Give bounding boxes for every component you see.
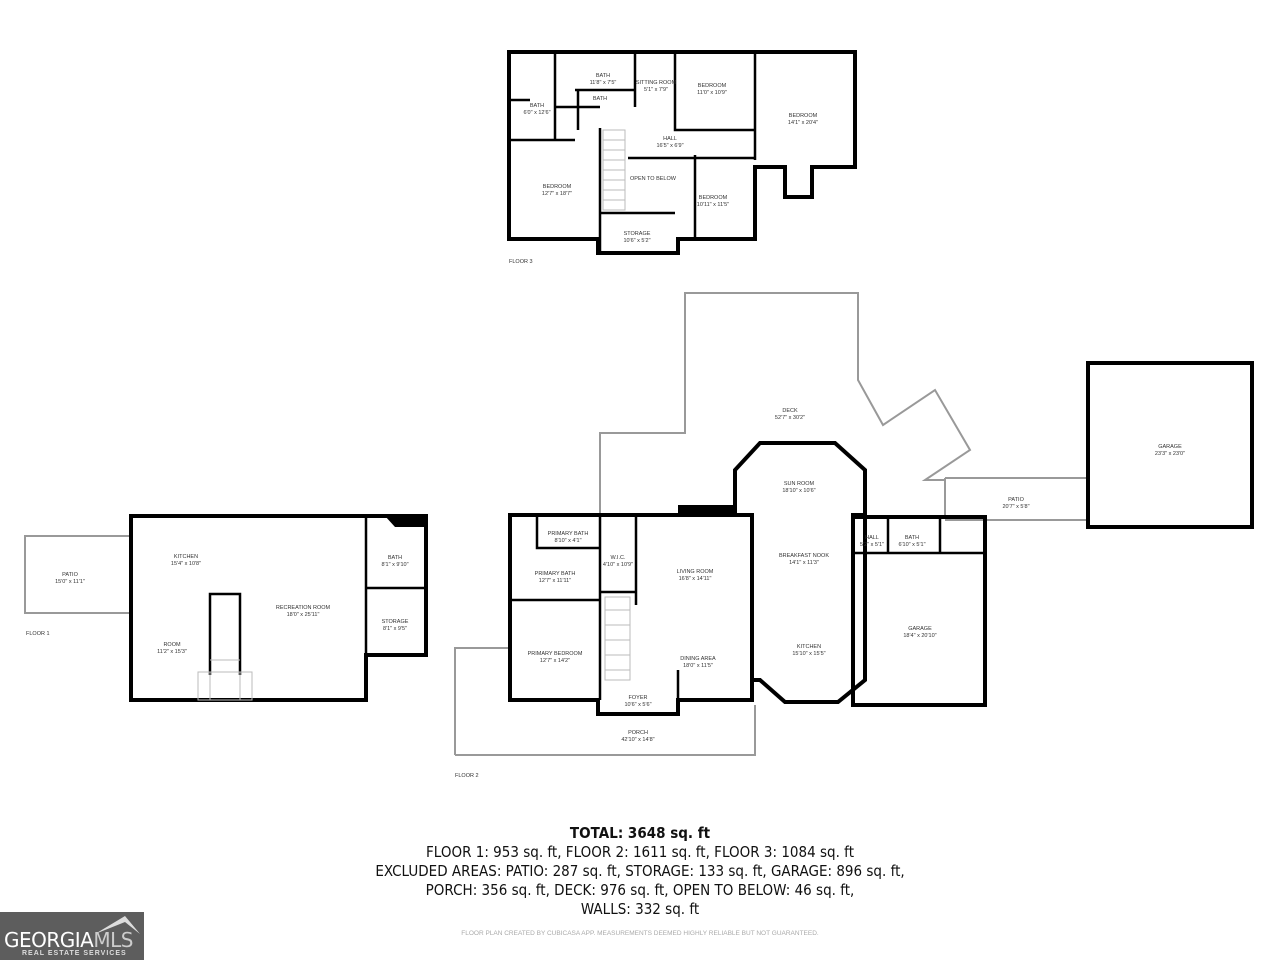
room-name: GARAGE [908,626,932,632]
room-name: PORCH [628,730,648,736]
logo-subtitle: REAL ESTATE SERVICES [22,950,127,957]
room-dims: 18'4" x 20'10" [903,633,936,639]
room-dims: 15'4" x 10'8" [171,561,201,567]
total-area: TOTAL: 3648 sq. ft [569,824,711,842]
room-name: BATH [530,103,544,109]
room-dims: 15'0" x 11'1" [55,579,85,585]
room-dims: 5'1" x 7'9" [644,87,668,93]
room-name: W.I.C. [611,555,626,561]
room-name: BREAKFAST NOOK [779,553,829,559]
room-name: BATH [388,555,402,561]
summary-line: EXCLUDED AREAS: PATIO: 287 sq. ft, STORA… [375,862,905,880]
room-dims: 14'1" x 20'4" [788,120,818,126]
room-dims: 23'3" x 23'0" [1155,451,1185,457]
summary-line: FLOOR 1: 953 sq. ft, FLOOR 2: 1611 sq. f… [426,843,854,861]
room-name: BEDROOM [699,195,728,201]
room-name: BATH [593,96,607,102]
room-name: PATIO [62,572,78,578]
room-dims: 20'7" x 5'8" [1002,504,1029,510]
room-dims: 10'11" x 11'5" [697,202,729,208]
room-name: DINING AREA [680,656,716,662]
room-name: OPEN TO BELOW [630,176,677,182]
summary-line: WALLS: 332 sq. ft [580,900,700,918]
roof-icon [95,916,140,934]
logo-text-mls: MLS [93,928,133,952]
room-dims: 5'2" x 5'1" [860,542,884,548]
room-name: HALL [663,136,677,142]
room-dims: 8'1" x 9'5" [383,626,407,632]
room-name: PRIMARY BEDROOM [528,651,583,657]
room-name: ROOM [163,642,181,648]
room-name: BATH [596,73,610,79]
floor-3-plan: BATH 11'8" x 7'5" BATH BATH 6'0" x 12'6"… [507,50,857,265]
room-name: SUN ROOM [784,481,815,487]
room-name: HALL [865,535,879,541]
room-name: SITTING ROOM [636,80,677,86]
room-dims: 12'7" x 11'11" [539,578,571,584]
floor-label: FLOOR 1 [26,631,50,637]
room-dims: 18'0" x 11'5" [683,663,713,669]
room-name: BEDROOM [698,83,727,89]
floor-label: FLOOR 3 [509,259,533,265]
room-dims: 6'0" x 12'6" [523,110,550,116]
room-name: PRIMARY BATH [548,531,589,537]
room-name: BEDROOM [789,113,818,119]
room-name: GARAGE [1158,444,1182,450]
summary-line: PORCH: 356 sq. ft, DECK: 976 sq. ft, OPE… [425,881,855,899]
disclaimer: FLOOR PLAN CREATED BY CUBICASA APP. MEAS… [461,930,819,937]
room-dims: 10'6" x 5'2" [623,238,650,244]
room-dims: 8'1" x 9'10" [381,562,408,568]
room-dims: 10'6" x 5'6" [624,702,651,708]
room-dims: 11'2" x 15'3" [157,649,187,655]
room-dims: 11'0" x 10'9" [697,90,727,96]
logo-text-georgia: GEORGIA [4,928,94,952]
room-dims: 16'5" x 6'9" [656,143,683,149]
room-dims: 18'10" x 10'6" [782,488,815,494]
room-name: RECREATION ROOM [276,605,331,611]
room-name: BATH [905,535,919,541]
room-dims: 18'0" x 25'11" [287,612,320,618]
room-name: STORAGE [382,619,409,625]
room-name: FOYER [629,695,648,701]
floor-label: FLOOR 2 [455,773,479,779]
room-dims: 12'7" x 18'7" [542,191,572,197]
room-dims: 16'8" x 14'11" [679,576,712,582]
room-dims: 11'8" x 7'5" [590,80,617,86]
room-name: LIVING ROOM [677,569,714,575]
floor-2-plan: DECK 52'7" x 30'2" PRIMARY BATH 8'10" x … [454,292,1254,779]
logo-text: GEORGIAMLS [4,928,133,952]
room-name: KITCHEN [797,644,821,650]
room-name: KITCHEN [174,554,198,560]
room-dims: 8'10" x 4'1" [554,538,581,544]
room-name: DECK [782,408,798,414]
room-name: BEDROOM [543,184,572,190]
room-dims: 4'10" x 10'9" [603,562,633,568]
room-dims: 14'1" x 11'3" [789,560,819,566]
floor-1-plan: PATIO 15'0" x 11'1" KITCHEN 15'4" x 10'8… [24,514,428,702]
room-dims: 6'10" x 5'1" [898,542,925,548]
room-dims: 12'7" x 14'2" [540,658,570,664]
room-name: PRIMARY BATH [535,571,576,577]
georgia-mls-logo: GEORGIAMLS REAL ESTATE SERVICES [0,912,144,960]
room-name: PATIO [1008,497,1024,503]
room-dims: 15'10" x 15'5" [792,651,825,657]
area-summary: TOTAL: 3648 sq. ft FLOOR 1: 953 sq. ft, … [370,824,910,919]
room-dims: 52'7" x 30'2" [775,415,805,421]
room-dims: 42'10" x 14'8" [621,737,654,743]
room-name: STORAGE [624,231,651,237]
